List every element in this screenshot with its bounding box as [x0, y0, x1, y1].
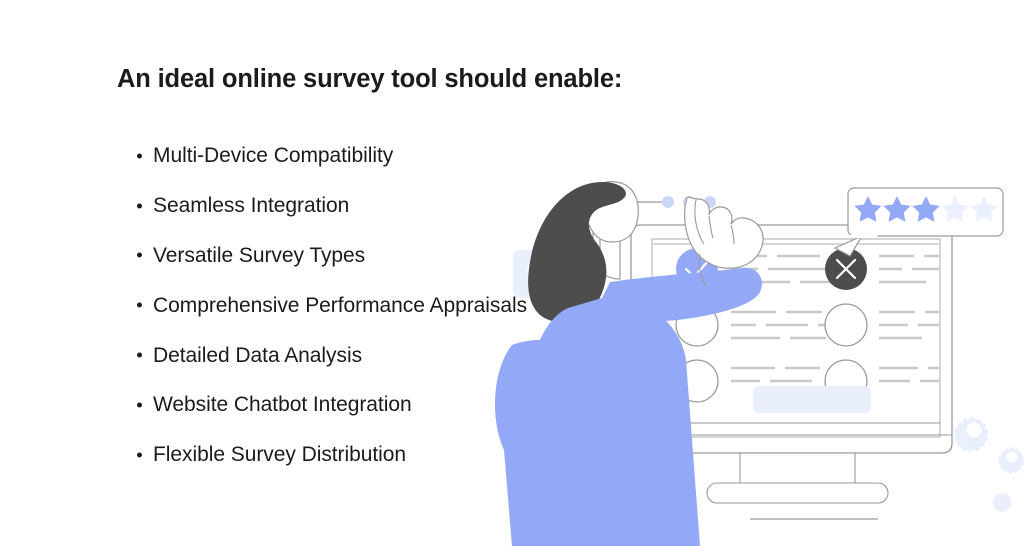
list-item: Seamless Integration [137, 181, 527, 231]
row2-left-lines [731, 310, 862, 340]
list-item-label: Comprehensive Performance Appraisals [153, 293, 528, 317]
close-icon [835, 258, 857, 280]
bullet-dot-icon [137, 252, 142, 258]
bullet-dot-icon [137, 452, 142, 458]
monitor-base [706, 482, 889, 504]
bullet-dot-icon [137, 153, 142, 159]
star-icon-1 [854, 196, 882, 222]
list-item: Multi-Device Compatibility [137, 131, 527, 181]
survey-submit-button[interactable] [753, 386, 871, 413]
bullet-dot-icon [137, 352, 142, 358]
star-rating-callout [833, 187, 1004, 257]
list-item: Comprehensive Performance Appraisals [137, 280, 527, 330]
bullet-dot-icon [137, 302, 142, 308]
gear-pale-small-icon [997, 446, 1024, 475]
list-item-label: Website Chatbot Integration [153, 393, 412, 417]
rejected-option-lines [879, 254, 939, 284]
list-item-label: Seamless Integration [153, 194, 350, 218]
person-figure [494, 181, 764, 546]
rejected-option[interactable] [825, 248, 867, 290]
gear-pale-large-icon [953, 416, 990, 453]
list-item-label: Detailed Data Analysis [153, 343, 363, 367]
person-arm [600, 267, 762, 323]
star-icon-4 [941, 196, 969, 222]
person-torso [520, 297, 700, 546]
list-item-label: Multi-Device Compatibility [153, 144, 394, 168]
star-icon-2 [883, 196, 911, 222]
row3-right-lines [879, 366, 939, 383]
monitor-neck [739, 452, 856, 485]
star-icons [854, 196, 998, 222]
text-column: An ideal online survey tool should enabl… [117, 65, 623, 480]
bullet-dot-icon [137, 203, 142, 209]
bullet-dot-icon [137, 402, 142, 408]
survey-illustration-svg [494, 181, 1024, 546]
page-title: An ideal online survey tool should enabl… [117, 65, 623, 93]
list-item: Website Chatbot Integration [137, 380, 527, 430]
star-icon-3 [912, 196, 940, 222]
feature-list: Multi-Device Compatibility Seamless Inte… [137, 131, 527, 480]
survey-illustration [490, 180, 1024, 546]
list-item: Flexible Survey Distribution [137, 430, 527, 480]
empty-option-right-1[interactable] [824, 303, 868, 347]
person-hair [528, 182, 626, 322]
list-item: Detailed Data Analysis [137, 330, 527, 380]
list-item: Versatile Survey Types [137, 231, 527, 281]
person-hand [684, 196, 764, 287]
gear-pale-tiny-icon [991, 492, 1013, 513]
star-icon-5 [970, 196, 998, 222]
list-item-label: Flexible Survey Distribution [153, 443, 407, 467]
row2-right-lines [879, 310, 939, 340]
list-item-label: Versatile Survey Types [153, 243, 366, 267]
